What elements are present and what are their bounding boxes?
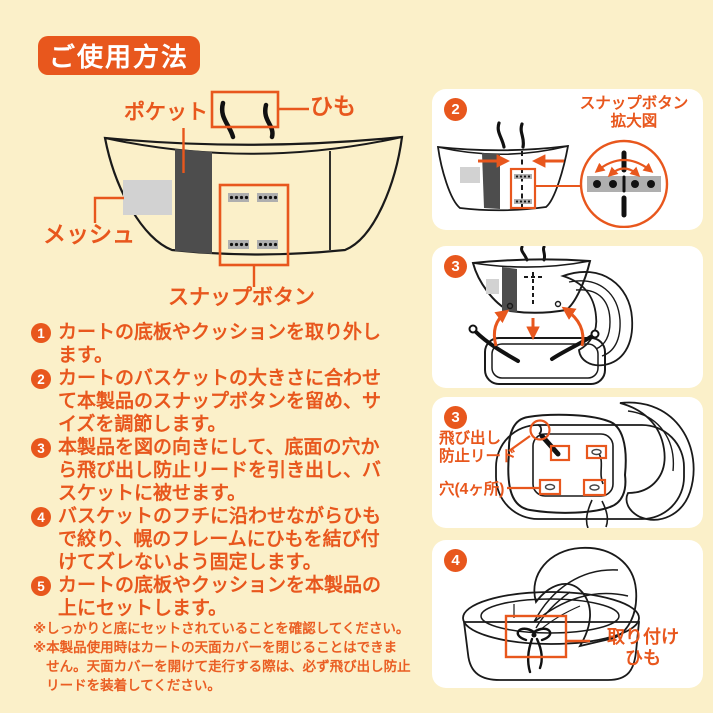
panel-step3-insert-illustration [468,246,634,385]
step-1-text: カートの底板やクッションを取り外し ます。 [58,322,382,366]
footnote-2: ※ 本製品使用時はカートの天面カバーを閉じることはできま せん。天面カバーを開け… [33,638,433,695]
page-title: ご使用方法 [38,36,200,75]
step-4-text: バスケットのフチに沿わせながらひも で絞り、幌のフレームにひもを結び付 けてズレ… [58,506,382,573]
panel-step2-number: 2 [444,98,467,121]
step-5-text: カートの底板やクッションを本製品の 上にセットします。 [58,575,382,619]
panel-step3-insert-number: 3 [444,255,467,278]
pocket-strip [175,149,212,254]
step-3-text: 本製品を図の向きにして、底面の穴か ら飛び出し防止リードを引き出し、バ スケット… [58,437,382,504]
panel-step3-lead-illustration [495,401,695,528]
step-3-number: 3 [31,438,51,458]
step-4: 4 バスケットのフチに沿わせながらひも で絞り、幌のフレームにひもを結び付 けて… [31,505,433,574]
label-pocket: ポケット [124,101,208,124]
panel-step3-lead-label: 飛び出し 防止リード [439,430,517,465]
label-snap-button: スナップボタン [168,286,315,309]
strings [219,100,275,140]
step-1: 1 カートの底板やクッションを取り外し ます。 [31,321,433,367]
panel-step4-illustration [462,547,640,681]
panel-step2-illustration [436,121,669,228]
panel-step3-lead: 3 飛び出し 防止リード 穴(4ヶ所) [432,397,703,528]
footnote-1-mark: ※ [33,621,47,636]
footnote-1: ※ しっかりと底にセットされていることを確認してください。 [33,619,433,638]
step-2-number: 2 [31,369,51,389]
label-string: ひも [310,93,356,119]
panel-step3-holes-label: 穴(4ヶ所) [439,481,505,498]
mesh-window [123,180,172,215]
instruction-steps: 1 カートの底板やクッションを取り外し ます。 2 カートのバスケットの大きさに… [31,321,433,620]
footnote-2-mark: ※ [33,640,47,655]
step-1-number: 1 [31,323,51,343]
footnotes: ※ しっかりと底にセットされていることを確認してください。 ※ 本製品使用時はカ… [33,619,433,695]
panel-step3-insert: 3 [432,246,703,388]
snap-buttons [228,193,278,249]
step-2: 2 カートのバスケットの大きさに合わせ て本製品のスナップボタンを留め、サ イズ… [31,367,433,436]
label-mesh: メッシュ [43,221,135,247]
panel-step2: 2 スナップボタン 拡大図 [432,89,703,230]
panel-step4: 4 取り付け ひも [432,540,703,688]
step-3: 3 本製品を図の向きにして、底面の穴か ら飛び出し防止リードを引き出し、バ スケ… [31,436,433,505]
panel-step4-label: 取り付け ひも [607,627,679,668]
step-5-number: 5 [31,576,51,596]
step-4-number: 4 [31,507,51,527]
panel-step4-number: 4 [444,549,467,572]
step-2-text: カートのバスケットの大きさに合わせ て本製品のスナップボタンを留め、サ イズを調… [58,368,382,435]
footnote-1-text: しっかりと底にセットされていることを確認してください。 [46,621,410,636]
step-5: 5 カートの底板やクッションを本製品の 上にセットします。 [31,574,433,620]
panel-step2-label: スナップボタン 拡大図 [579,95,689,130]
main-liner-illustration [93,90,404,287]
footnote-2-text: 本製品使用時はカートの天面カバーを閉じることはできま せん。天面カバーを開けて走… [46,640,411,693]
panel-step3-lead-number: 3 [444,406,467,429]
